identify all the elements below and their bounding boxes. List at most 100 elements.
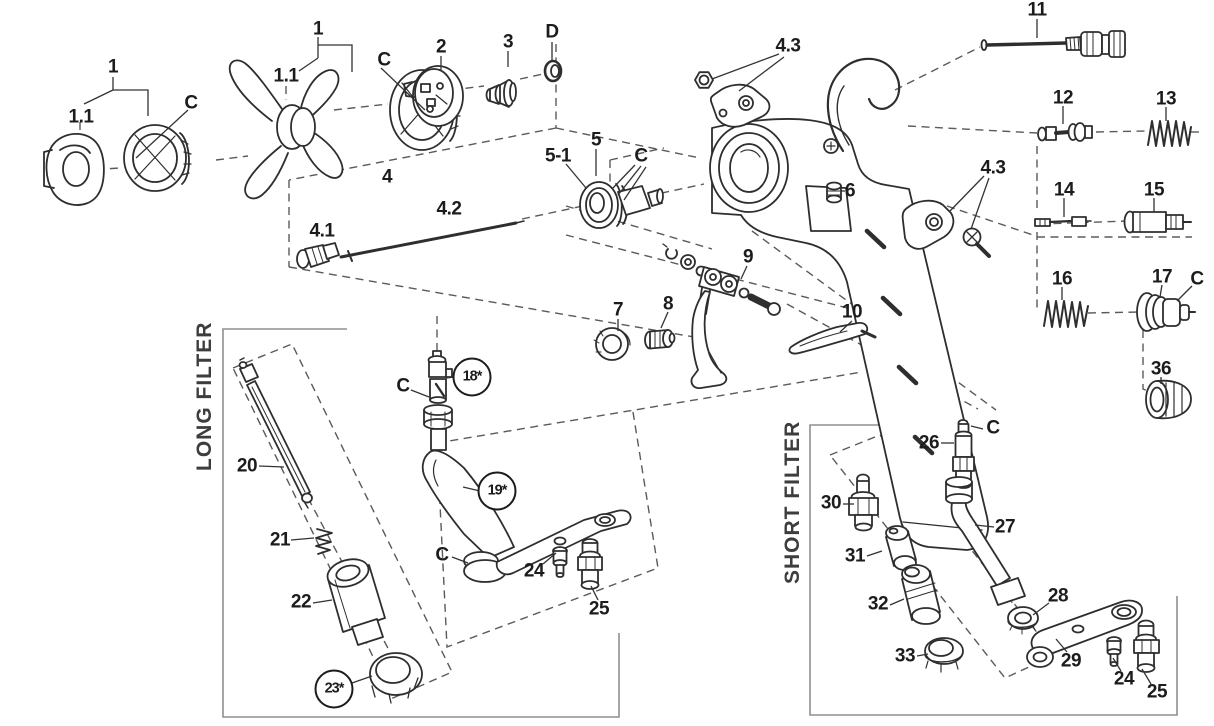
- part-label-C: C: [377, 49, 391, 71]
- part-label-13: 13: [1155, 88, 1177, 110]
- part-1-1-prong-cap: [228, 59, 344, 200]
- long-filter-box: [222, 328, 620, 718]
- part-3-nozzle: [485, 79, 517, 108]
- handle-ribs: [864, 228, 935, 456]
- part-20-long-tube: [238, 357, 313, 509]
- part-label-7: 7: [612, 299, 624, 321]
- part-label-4-3: 4.3: [980, 157, 1006, 179]
- part-label-17: 17: [1151, 266, 1173, 288]
- trigger-blade: [690, 290, 728, 390]
- part-label-C: C: [184, 92, 198, 114]
- short-filter-box: [809, 424, 1178, 716]
- long-filter-title: LONG FILTER: [193, 321, 216, 471]
- dashed-projection-lines: [55, 44, 1201, 699]
- part-label-5: 5: [590, 129, 602, 151]
- part-label-1: 1: [312, 18, 324, 40]
- part-label-C: C: [986, 417, 1000, 439]
- part-label-30: 30: [820, 492, 842, 514]
- part-label-4-1: 4.1: [309, 220, 335, 242]
- part-5-fluid-nozzle: [579, 181, 664, 229]
- part-12-valve-stem: [1037, 122, 1093, 142]
- part-30-fitting: [848, 473, 879, 532]
- part-label-21: 21: [269, 529, 291, 551]
- part-label-15: 15: [1143, 179, 1165, 201]
- part-label-24: 24: [1113, 668, 1135, 690]
- part-label-25: 25: [588, 598, 610, 620]
- part-label-26: 26: [918, 432, 940, 454]
- part-23-cap-nut: [369, 652, 423, 704]
- part-24-screw-long: [552, 546, 568, 578]
- part-label-6: 6: [844, 180, 856, 202]
- part-label-C: C: [634, 145, 648, 167]
- part-13-spring: [1147, 120, 1192, 147]
- part-label-28: 28: [1047, 585, 1069, 607]
- short-filter-title: SHORT FILTER: [781, 420, 804, 584]
- part-label-4-2: 4.2: [436, 198, 462, 220]
- part-4-2-needle: [339, 220, 525, 262]
- part-label-18-star: 18*: [452, 357, 492, 397]
- part-label-9: 9: [742, 246, 754, 268]
- part-label-31: 31: [844, 545, 866, 567]
- part-label-1-1: 1.1: [68, 106, 94, 128]
- part-label-25: 25: [1146, 681, 1168, 703]
- part-25-fitting-short: [1133, 619, 1160, 673]
- part-14-rod: [1034, 216, 1092, 227]
- part-label-4-3: 4.3: [775, 35, 801, 57]
- part-label-33: 33: [894, 645, 916, 667]
- part-label-5-1: 5-1: [545, 145, 571, 167]
- part-label-32: 32: [867, 593, 889, 615]
- part-label-8: 8: [662, 293, 674, 315]
- part-4-3-bracket-screw: [901, 199, 991, 258]
- part-label-D: D: [545, 21, 559, 43]
- part-label-14: 14: [1053, 179, 1075, 201]
- part-label-19-star: 19*: [477, 471, 517, 511]
- filter-group-boxes: [222, 328, 1178, 718]
- part-10-lever: [788, 322, 877, 355]
- part-d-seal: [543, 59, 563, 83]
- part-label-20: 20: [236, 455, 258, 477]
- part-26-connector: [952, 419, 975, 489]
- part-33-ring-nut: [924, 637, 964, 673]
- part-label-36: 36: [1150, 358, 1172, 380]
- part-label-24: 24: [523, 560, 545, 582]
- part-22-filter-housing: [326, 558, 386, 646]
- part-label-C: C: [435, 544, 449, 566]
- part-36-knob-cap: [1145, 379, 1192, 420]
- part-4-1-fitting: [296, 242, 340, 269]
- gun-hanging-hook: [826, 57, 901, 153]
- part-label-C: C: [1190, 268, 1204, 290]
- part-4-3-cam-assembly: [694, 71, 771, 128]
- part-c-ring-left: [123, 124, 192, 192]
- part-label-2: 2: [435, 36, 447, 58]
- gun-body: [709, 57, 989, 551]
- part-1-1-air-cap: [43, 132, 105, 206]
- part-9-trigger-assembly: [662, 243, 781, 390]
- part-filter-bracket-long: [495, 509, 632, 576]
- part-2-baffle: [403, 65, 464, 127]
- part-28-nut: [1007, 606, 1039, 635]
- part-label-29: 29: [1060, 650, 1082, 672]
- part-21-spring: [315, 528, 333, 555]
- part-19-elbow-tube: [421, 404, 515, 583]
- part-label-3: 3: [502, 31, 514, 53]
- part-label-C: C: [396, 375, 410, 397]
- parts-artwork: [43, 30, 1196, 704]
- part-label-11: 11: [1027, 0, 1047, 21]
- part-15-valve-piston: [1123, 210, 1192, 234]
- part-27-bent-tube: [945, 476, 1026, 606]
- part-18-connector: [427, 350, 453, 404]
- part-7-ring-nut: [593, 327, 631, 361]
- part-17-knob: [1136, 292, 1196, 332]
- callout-leader-lines: [83, 19, 1193, 685]
- part-label-1-1: 1.1: [273, 65, 299, 87]
- part-25-fitting-long: [577, 538, 603, 590]
- part-6-packing: [826, 181, 842, 204]
- part-label-23-star: 23*: [314, 669, 354, 709]
- part-32-filter-housing: [901, 564, 941, 625]
- part-label-12: 12: [1052, 87, 1074, 109]
- part-11-needle-assembly: [980, 30, 1126, 58]
- part-label-27: 27: [994, 516, 1016, 538]
- part-24-screw-short: [1106, 636, 1122, 667]
